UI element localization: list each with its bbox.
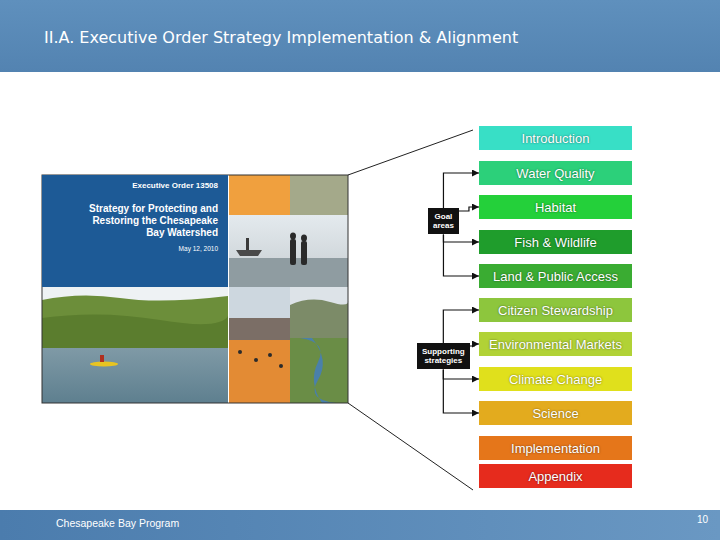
beach-photo bbox=[229, 215, 348, 287]
section-name: Introduction bbox=[522, 131, 590, 146]
section-name: Climate Change bbox=[509, 372, 602, 387]
person-figure bbox=[301, 235, 307, 242]
slide-title: II.A. Executive Order Strategy Implement… bbox=[44, 28, 518, 47]
label-holder: 10 bbox=[697, 514, 708, 525]
bracket-arrow bbox=[459, 207, 479, 211]
valley-hills bbox=[290, 300, 348, 340]
section-name: Appendix bbox=[528, 469, 582, 484]
footer-text: Chesapeake Bay Program bbox=[56, 517, 179, 529]
section-box: Introduction bbox=[479, 126, 632, 150]
section-name: Science bbox=[532, 406, 578, 421]
kayak-shape bbox=[90, 361, 118, 366]
marsh-photo bbox=[42, 287, 228, 403]
section-box: Implementation bbox=[479, 436, 632, 460]
boat-shape bbox=[236, 250, 262, 256]
cover-border bbox=[42, 175, 348, 403]
section-name: Environmental Markets bbox=[489, 337, 622, 352]
group-tag-text: Goal areas bbox=[433, 212, 454, 230]
section-box: Environmental Markets bbox=[479, 332, 632, 356]
section-box: Climate Change bbox=[479, 367, 632, 391]
boat-mast bbox=[246, 238, 249, 250]
marsh-grass bbox=[42, 314, 228, 350]
section-box: Citizen Stewardship bbox=[479, 298, 632, 322]
person-figure bbox=[290, 239, 296, 265]
cover-date: May 12, 2010 bbox=[50, 245, 218, 253]
bracket-arrow bbox=[443, 369, 479, 413]
zoom-leader-line bbox=[348, 130, 473, 175]
valley-photo bbox=[290, 287, 348, 403]
title-holder: II.A. Executive Order Strategy Implement… bbox=[44, 28, 518, 47]
section-name: Land & Public Access bbox=[493, 269, 618, 284]
river-water bbox=[42, 348, 228, 403]
valley-river bbox=[300, 338, 336, 403]
crowd-figure bbox=[268, 353, 272, 357]
cover-tile bbox=[290, 175, 348, 215]
valley-banks bbox=[290, 338, 348, 403]
section-name: Water Quality bbox=[516, 166, 594, 181]
footer-bar bbox=[0, 510, 720, 540]
group-tag-box: Supporting strategies bbox=[417, 343, 470, 369]
marsh-grass bbox=[42, 295, 228, 350]
label-holder: Chesapeake Bay Program bbox=[56, 517, 179, 529]
sand-ground bbox=[229, 340, 290, 403]
group-tag-box: Goal areas bbox=[428, 208, 459, 234]
section-name: Implementation bbox=[511, 441, 600, 456]
bracket-arrow bbox=[470, 344, 479, 346]
crowd-figure bbox=[279, 364, 283, 368]
section-name: Habitat bbox=[535, 200, 576, 215]
section-box: Land & Public Access bbox=[479, 264, 632, 288]
crowd-photo bbox=[229, 287, 290, 403]
section-box: Water Quality bbox=[479, 161, 632, 185]
header-bar bbox=[0, 0, 720, 72]
section-box: Science bbox=[479, 401, 632, 425]
crowd-band bbox=[229, 318, 290, 340]
bracket-arrow bbox=[443, 369, 479, 379]
kayaker-figure bbox=[100, 355, 104, 362]
cover-order-number: Executive Order 13508 bbox=[50, 181, 218, 191]
section-box: Appendix bbox=[479, 464, 632, 488]
crowd-figure bbox=[238, 350, 242, 354]
group-tag-text: Supporting strategies bbox=[422, 347, 465, 365]
bracket-arrow bbox=[443, 173, 479, 208]
beach-water bbox=[229, 258, 348, 287]
bracket-arrow bbox=[443, 234, 479, 276]
bracket-arrow bbox=[443, 310, 479, 343]
crowd-figure bbox=[254, 358, 258, 362]
section-box: Habitat bbox=[479, 195, 632, 219]
person-figure bbox=[290, 233, 296, 240]
section-name: Fish & Wildlife bbox=[514, 235, 596, 250]
cover-tile bbox=[229, 175, 290, 215]
page-number: 10 bbox=[697, 514, 708, 525]
report-cover-panel: Executive Order 13508Strategy for Protec… bbox=[42, 175, 228, 287]
bracket-arrow bbox=[443, 234, 479, 242]
cover-title: Strategy for Protecting and Restoring th… bbox=[84, 203, 218, 239]
person-figure bbox=[301, 241, 307, 265]
section-box: Fish & Wildlife bbox=[479, 230, 632, 254]
section-name: Citizen Stewardship bbox=[498, 303, 613, 318]
zoom-leader-line bbox=[348, 403, 473, 490]
